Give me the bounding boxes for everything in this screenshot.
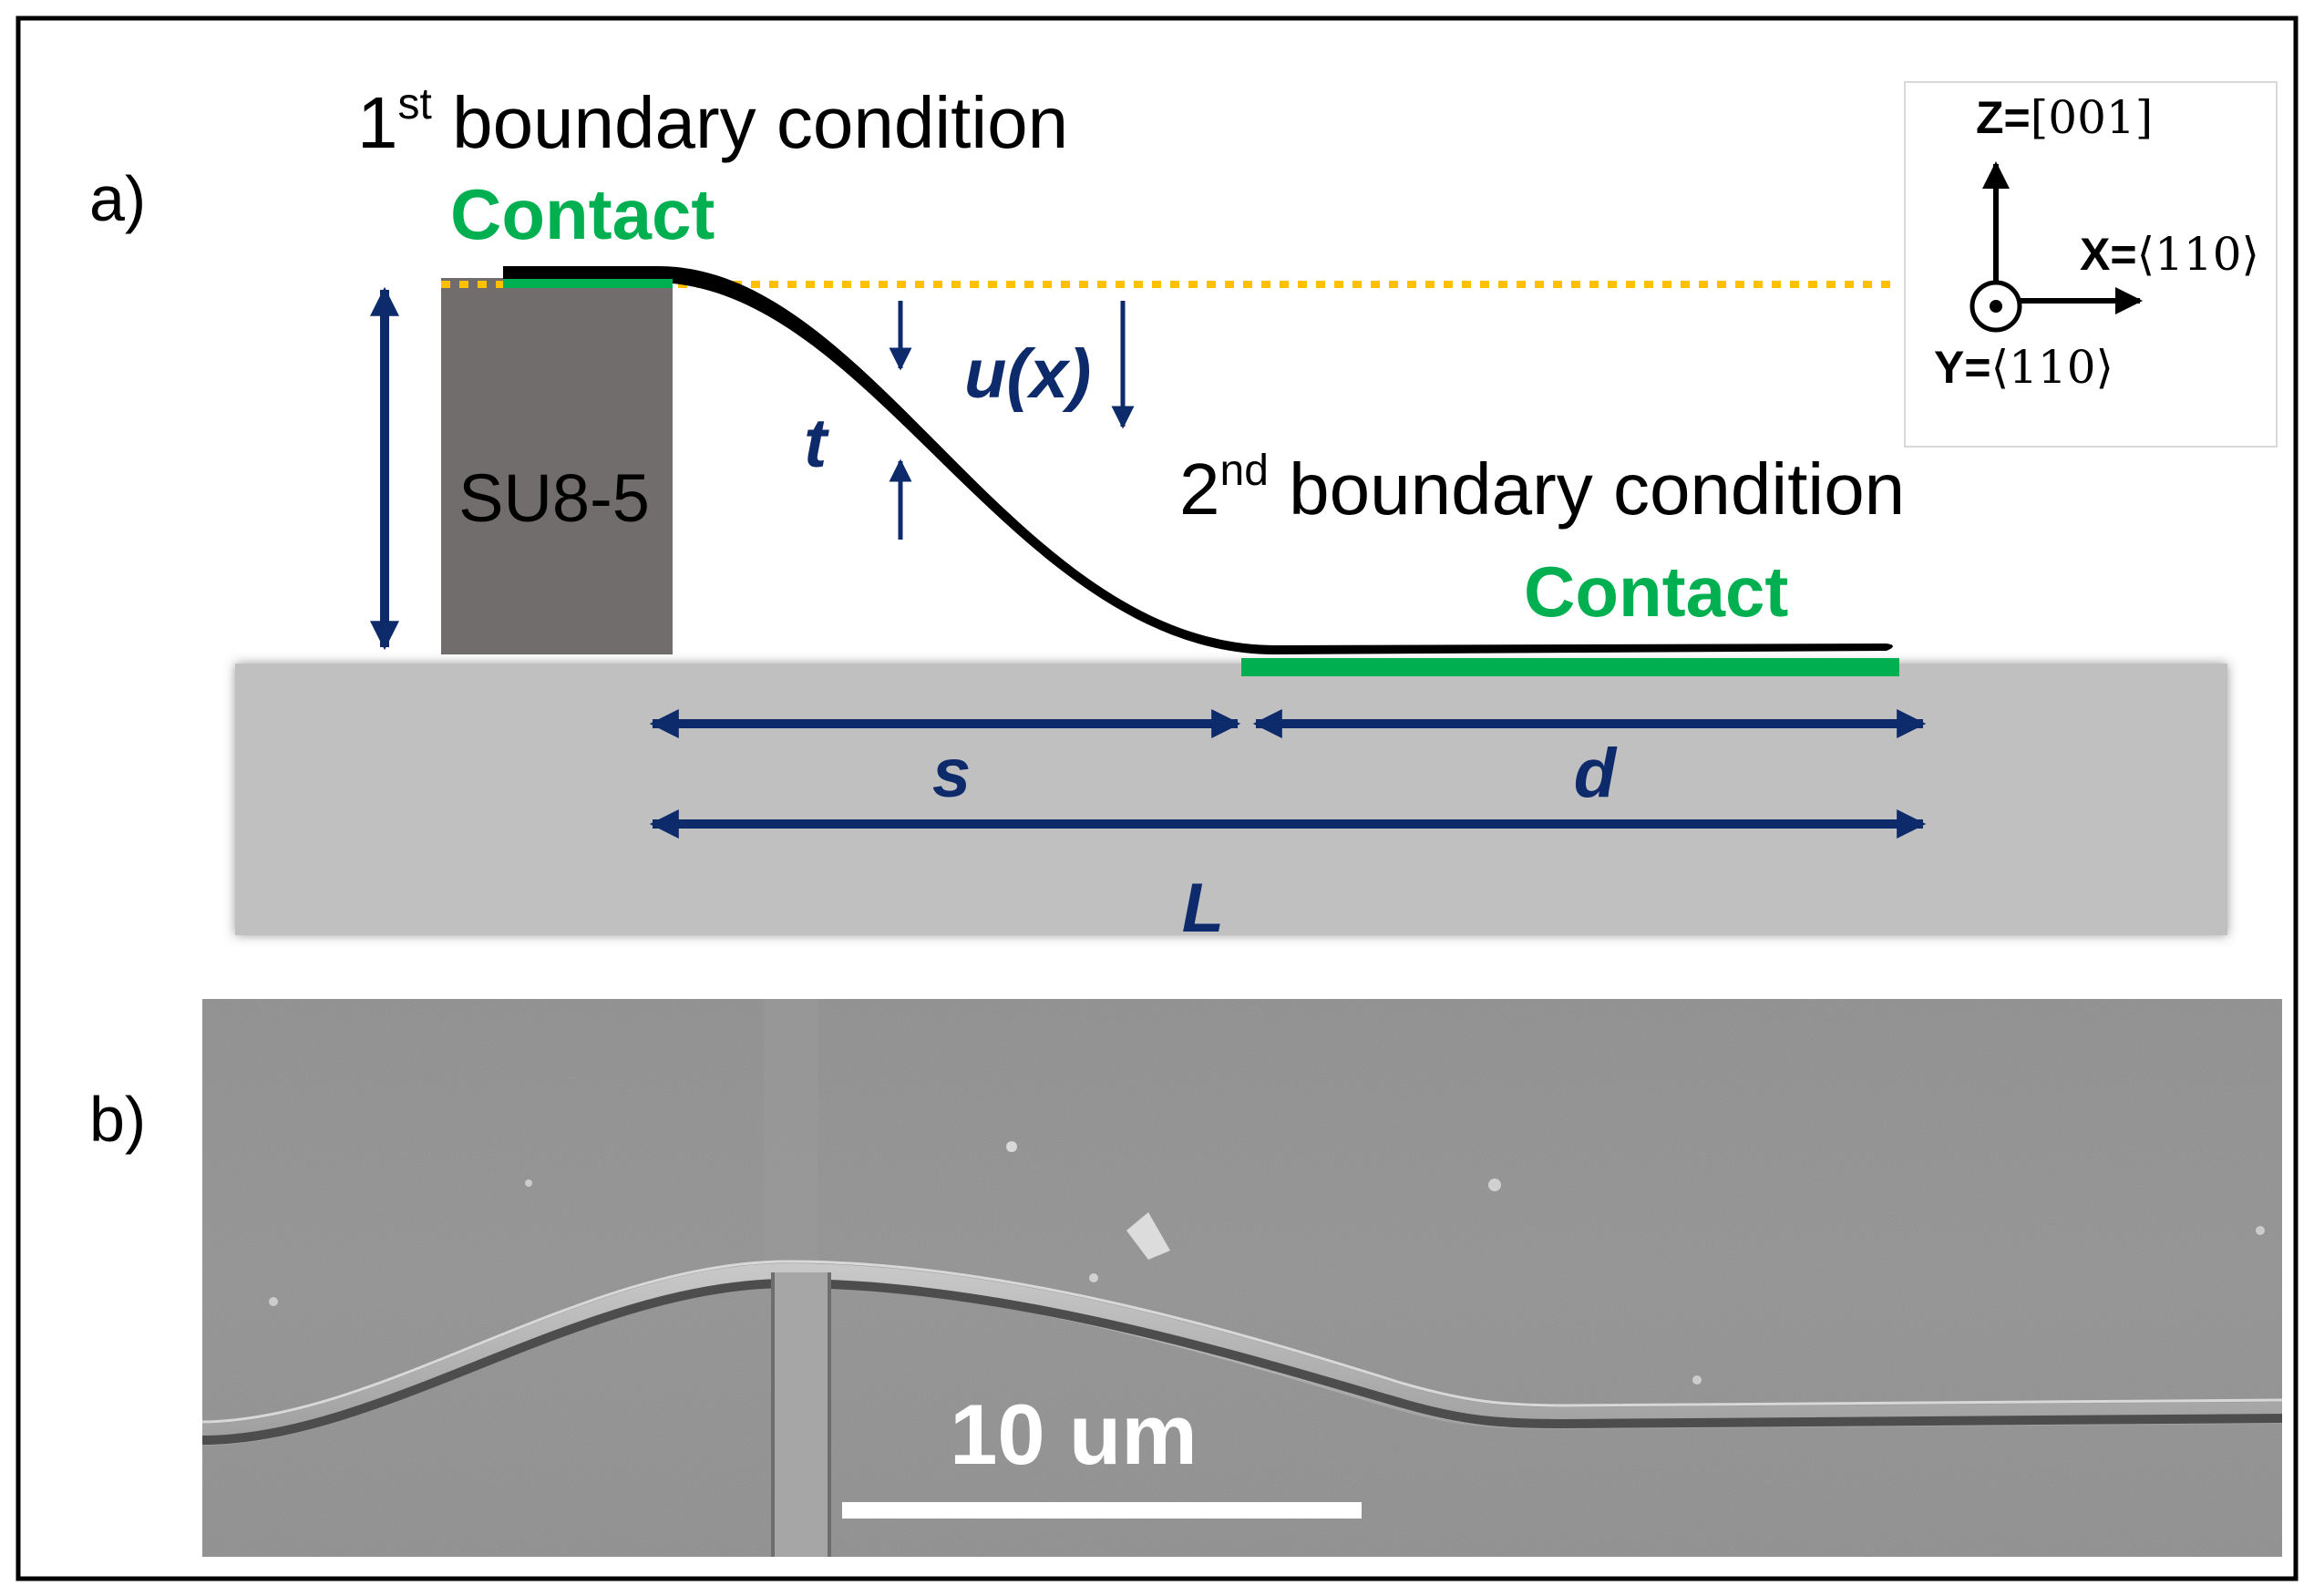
contact2-bar — [1241, 658, 1899, 676]
substrate — [235, 664, 2227, 935]
sem-particle — [2256, 1226, 2265, 1235]
scale-bar-label: 10 um — [950, 1386, 1198, 1482]
boundary2-title: 2nd boundary condition — [1179, 447, 1905, 530]
scale-bar — [842, 1502, 1362, 1519]
sem-texture — [202, 999, 2282, 1557]
t-label: t — [804, 405, 829, 482]
z-axis-label: Z=[001] — [1976, 91, 2153, 144]
sem-particle — [1488, 1179, 1501, 1191]
y-axis-label: Y=⟨110⟩ — [1934, 341, 2113, 394]
sem-pillar-stripe — [773, 1272, 829, 1557]
boundary1-title: 1st boundary condition — [357, 80, 1068, 163]
contact2-label: Contact — [1524, 551, 1788, 632]
sem-particle — [1006, 1141, 1017, 1152]
su8-pillar — [441, 278, 673, 654]
sem-particle — [1089, 1273, 1098, 1282]
x-axis-label: X=⟨110⟩ — [2080, 228, 2259, 281]
beam — [503, 266, 1893, 654]
axes-box — [1904, 81, 2278, 448]
panel-a-label: a) — [89, 163, 146, 234]
sem-ridge-shadow — [201, 1278, 2283, 1445]
sem-ridge-highlight — [201, 1260, 2283, 1424]
panel-b: b) 10 um — [89, 999, 2283, 1557]
panel-b-label: b) — [89, 1084, 146, 1155]
panel-a: a) SU8-5 1st boundary condition Contact … — [89, 80, 2278, 947]
contact1-label: Contact — [450, 174, 715, 254]
L-label: L — [1182, 870, 1224, 947]
sem-particle — [525, 1179, 532, 1187]
sem-particle — [1692, 1375, 1702, 1385]
s-label: s — [932, 735, 971, 812]
sem-particle — [1126, 1212, 1170, 1260]
contact1-bar — [503, 279, 673, 288]
sem-upper-strip — [764, 999, 818, 1263]
d-label: d — [1574, 735, 1618, 812]
pillar-label: SU8-5 — [458, 460, 650, 536]
sem-image — [201, 999, 2283, 1557]
u-label: u(x) — [964, 335, 1091, 413]
y-axis-dot — [1990, 300, 2002, 313]
coordinate-axes: Z=[001] X=⟨110⟩ Y=⟨110⟩ — [1904, 81, 2278, 448]
sem-particle — [269, 1297, 278, 1306]
